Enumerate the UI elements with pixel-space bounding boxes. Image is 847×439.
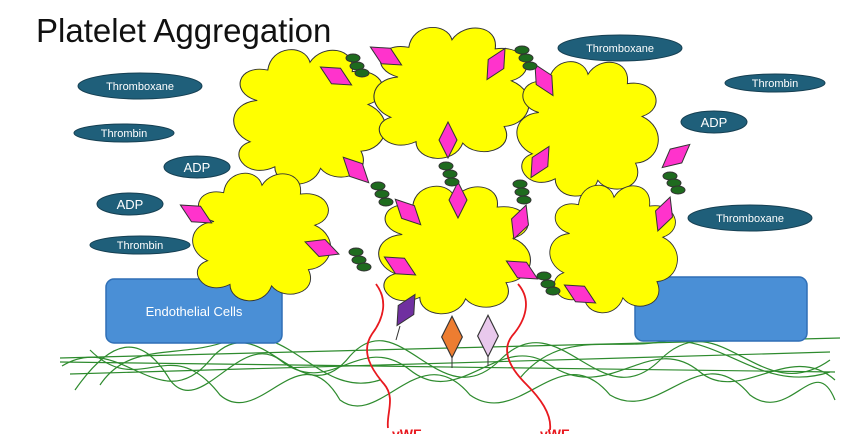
thrombin-oval: Thrombin	[89, 235, 191, 255]
platelet	[549, 184, 678, 314]
linker-dot	[522, 61, 538, 71]
svg-text:ADP: ADP	[117, 197, 144, 212]
svg-text:Thrombin: Thrombin	[101, 128, 147, 140]
linker-dot	[348, 247, 364, 257]
svg-text:Thromboxane: Thromboxane	[586, 43, 654, 55]
receptor-diamond-orange	[441, 315, 463, 359]
linker-dot	[356, 262, 372, 272]
linker-dot	[374, 189, 390, 199]
linker-dot	[442, 169, 458, 179]
linker-dot	[370, 181, 386, 191]
thrombin-oval: Thrombin	[724, 73, 826, 93]
vwf-label-left: vWF	[392, 426, 422, 434]
linker-dot	[670, 185, 686, 195]
linker-dot	[444, 177, 460, 187]
svg-text:Thrombin: Thrombin	[117, 240, 163, 252]
linker-dot	[516, 195, 532, 205]
matrix-strand	[59, 361, 836, 373]
linker-dot	[536, 271, 552, 281]
linker-dot	[514, 45, 530, 55]
linker-dot	[438, 161, 454, 171]
adp-oval: ADP	[680, 110, 748, 134]
adp-oval: ADP	[163, 155, 231, 179]
matrix-strand	[89, 349, 836, 407]
receptor-diamond	[655, 137, 697, 175]
linker-dot	[354, 68, 370, 78]
adp-oval: ADP	[96, 192, 164, 216]
svg-text:Thromboxane: Thromboxane	[106, 81, 174, 93]
vwf-strand-right	[506, 283, 552, 431]
linker-dot	[545, 286, 561, 296]
svg-text:ADP: ADP	[184, 160, 211, 175]
diagram-title: Platelet Aggregation	[36, 12, 332, 49]
svg-text:ADP: ADP	[701, 115, 728, 130]
platelets	[192, 26, 678, 315]
vwf-label-right: vWF	[540, 426, 570, 434]
vwf-strand-left	[366, 283, 391, 429]
endothelial-cells-label: Endothelial Cells	[146, 304, 243, 319]
receptor-diamond-lavender	[477, 314, 499, 358]
svg-text:Thrombin: Thrombin	[752, 78, 798, 90]
linker-dot	[518, 53, 534, 63]
signal-molecules: Thromboxane Thromboxane Thromboxane Thro…	[73, 34, 826, 255]
thromboxane-oval: Thromboxane	[557, 34, 683, 62]
endothelial-cell-right	[634, 276, 808, 342]
matrix-strand	[519, 340, 831, 379]
thromboxane-oval: Thromboxane	[77, 72, 203, 100]
linker-dot	[514, 187, 530, 197]
matrix-strand	[74, 346, 836, 391]
matrix-strand	[61, 340, 831, 382]
thrombin-oval: Thrombin	[73, 123, 175, 143]
thromboxane-oval: Thromboxane	[687, 204, 813, 232]
linker-dot	[512, 179, 528, 189]
linker-dot	[378, 197, 394, 207]
platelet	[192, 172, 332, 302]
vwf-strands	[366, 283, 552, 431]
matrix-strand	[69, 351, 831, 375]
receptor-linkers	[175, 38, 697, 312]
matrix-receptors	[388, 289, 499, 368]
svg-text:Thromboxane: Thromboxane	[716, 213, 784, 225]
receptor-stem	[395, 325, 401, 341]
linker-dot	[345, 53, 361, 63]
